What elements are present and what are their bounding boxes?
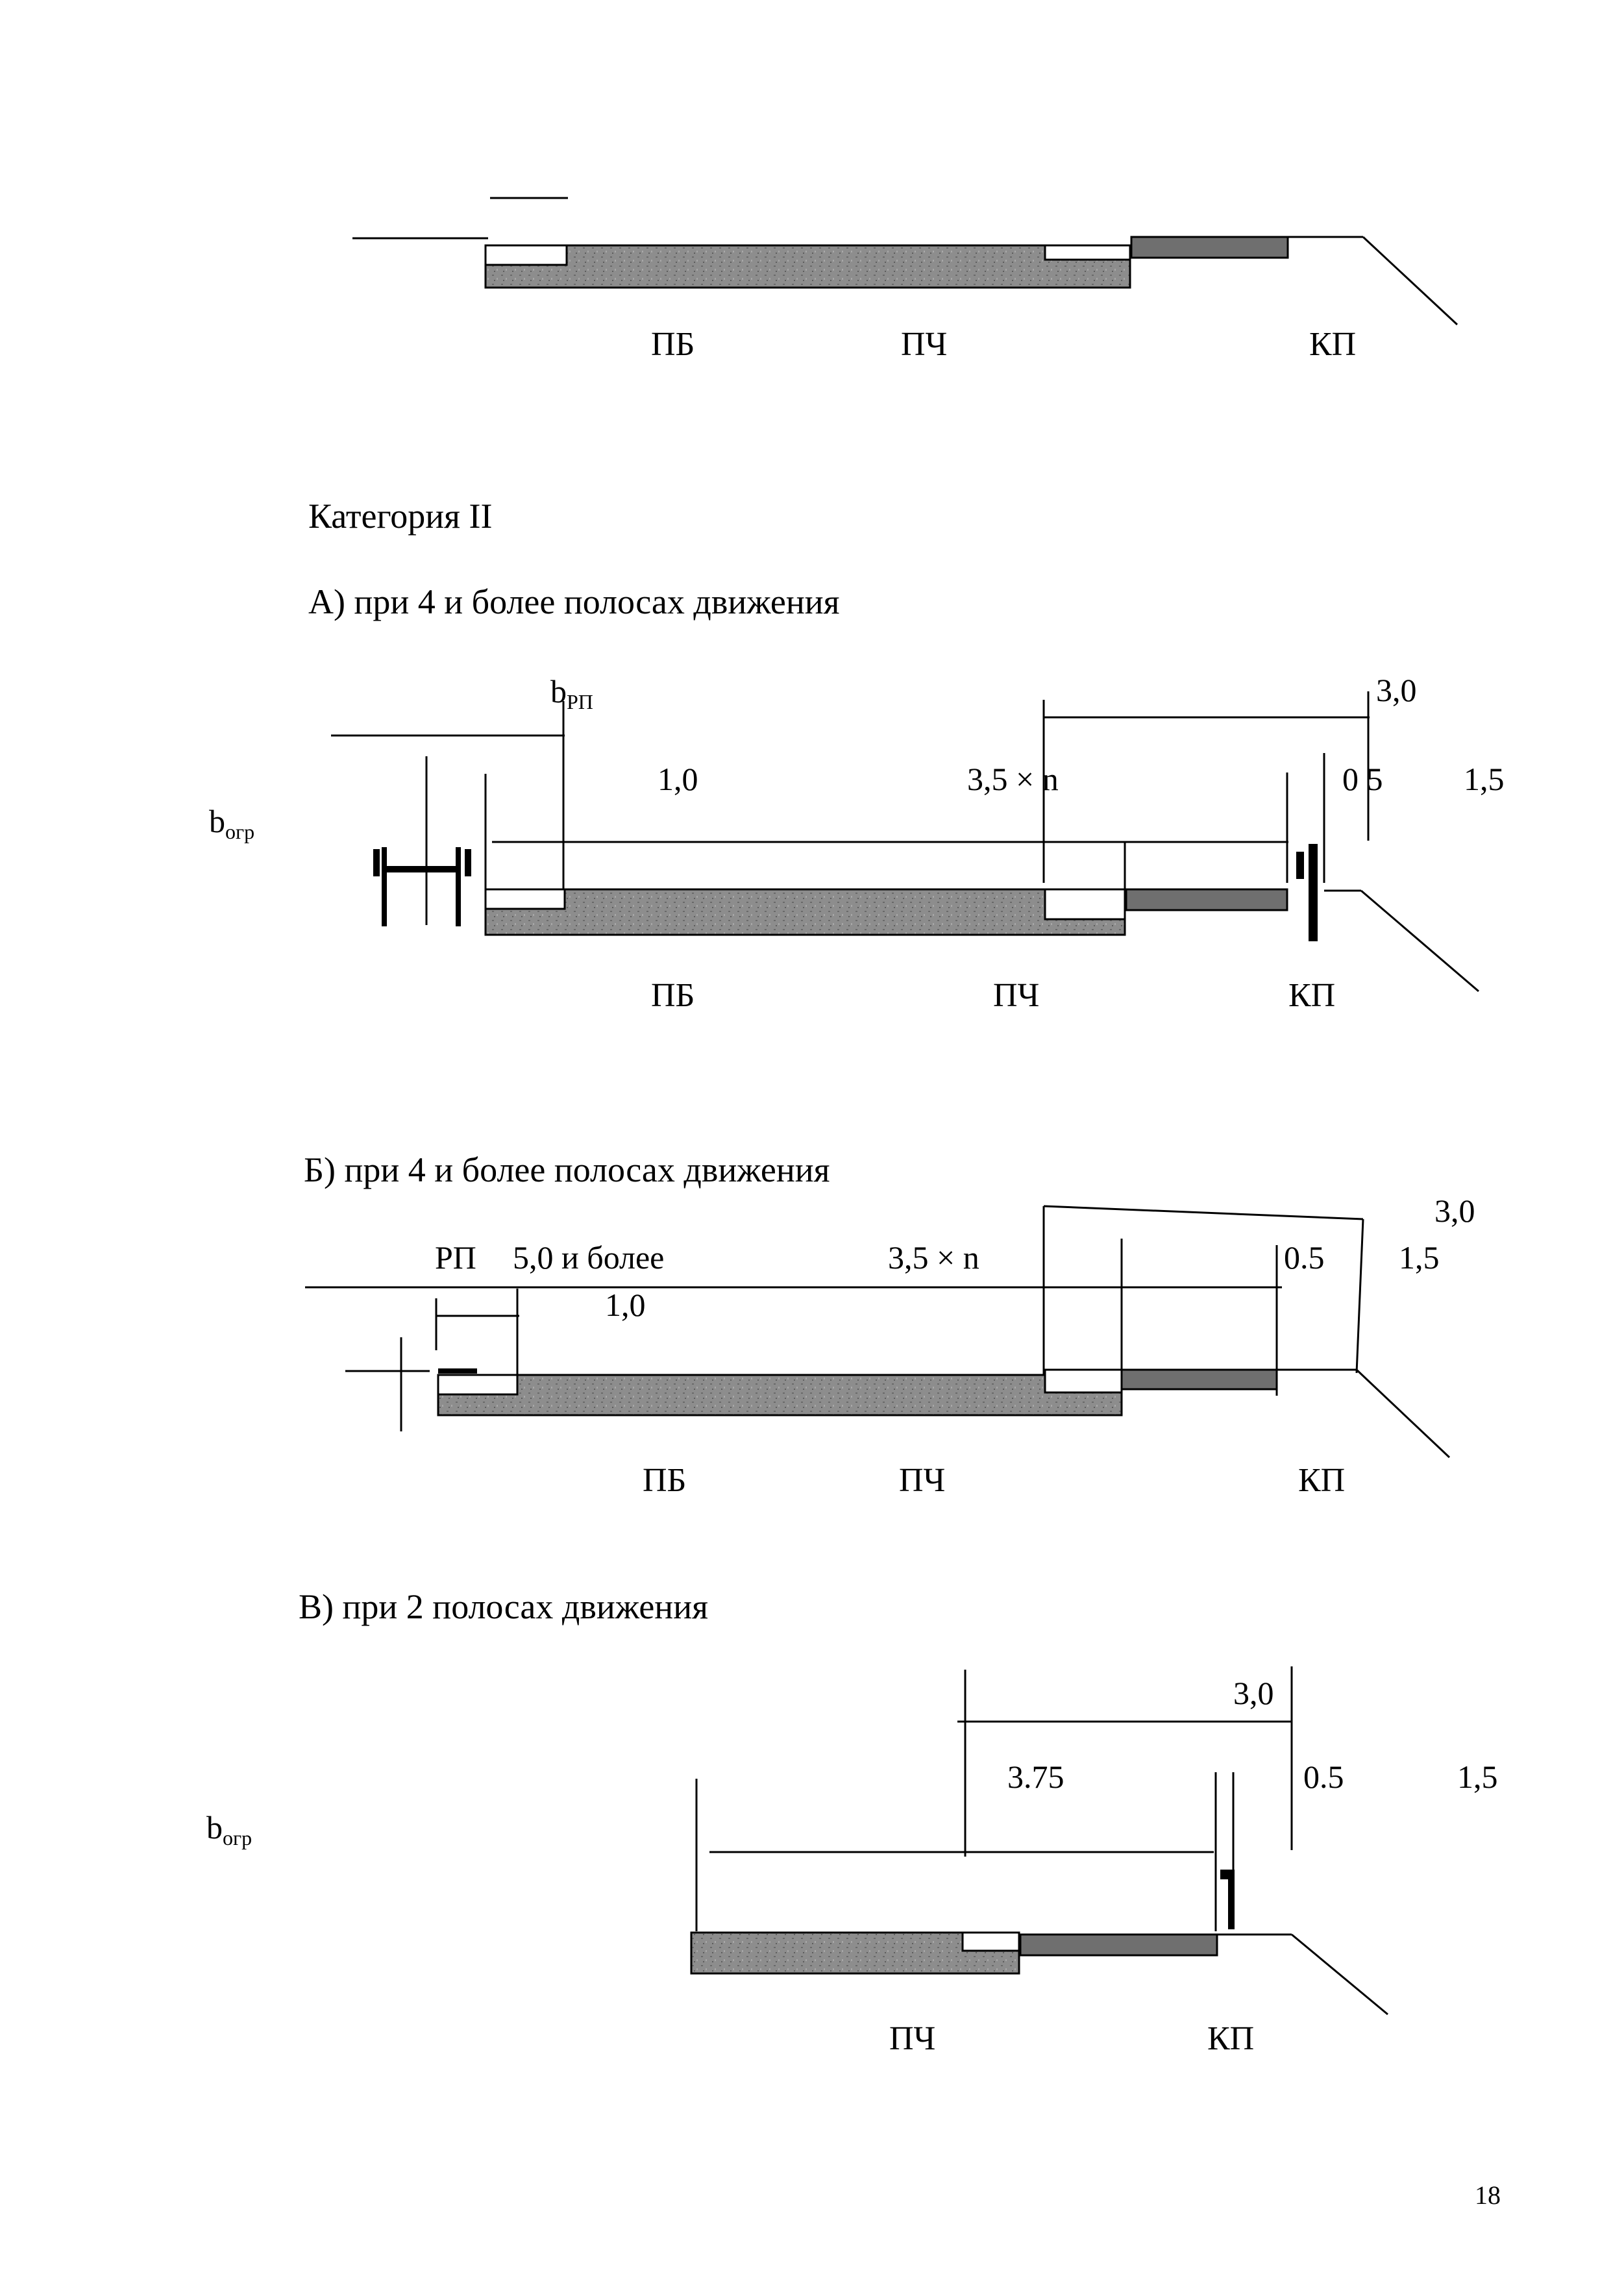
label-b-kp: КП	[1298, 1462, 1346, 1499]
dim-v-b-ogr: bогр	[206, 1809, 252, 1849]
label-a-pch: ПЧ	[993, 977, 1040, 1014]
label-b-pch: ПЧ	[899, 1462, 946, 1499]
barrier-small-icon	[1220, 1870, 1235, 1929]
diagram-v-drawing	[690, 1666, 1388, 2016]
label-a-kp: КП	[1288, 977, 1336, 1014]
dim-b-1-5: 1,5	[1399, 1239, 1440, 1276]
dim-b-rp-label: РП	[435, 1239, 476, 1276]
heading-a: А) при 4 и более полосах движения	[308, 582, 840, 621]
barrier-right-icon	[1296, 844, 1318, 941]
dim-b-1-0: 1,0	[605, 1287, 646, 1323]
dim-b-3-0: 3,0	[1434, 1193, 1475, 1229]
dim-b-ogr: bогр	[209, 803, 255, 843]
label-pch: ПЧ	[901, 326, 948, 363]
dim-a-3-5n: 3,5 × n	[967, 761, 1059, 797]
label-a-pb: ПБ	[651, 977, 695, 1014]
label-kp: КП	[1309, 326, 1357, 363]
dim-v-3-0: 3,0	[1233, 1675, 1274, 1711]
heading-v: В) при 2 полосах движения	[299, 1587, 708, 1626]
dim-a-0-5: 0 5	[1342, 761, 1383, 797]
dim-v-0-5: 0.5	[1303, 1759, 1344, 1795]
dim-v-3-75: 3.75	[1007, 1759, 1064, 1795]
page-number: 18	[1475, 2181, 1501, 2210]
label-b-pb: ПБ	[643, 1462, 687, 1499]
separator-marker-icon	[438, 1368, 477, 1374]
heading-b: Б) при 4 и более полосах движения	[304, 1150, 830, 1189]
dim-v-1-5: 1,5	[1457, 1759, 1498, 1795]
diagram-b-drawing	[305, 1205, 1451, 1459]
dim-a-3-0: 3,0	[1376, 672, 1417, 708]
dim-a-1-0: 1,0	[658, 761, 698, 797]
category-title: Категория II	[308, 497, 493, 536]
dim-a-1-5: 1,5	[1464, 761, 1505, 797]
label-v-kp: КП	[1207, 2020, 1255, 2057]
dim-b-0-5: 0.5	[1284, 1239, 1325, 1276]
dim-b-3-5n: 3,5 × n	[888, 1239, 979, 1276]
label-pb: ПБ	[651, 326, 695, 363]
diagram1-drawing	[352, 197, 1458, 326]
dim-b-5-0: 5,0 и более	[513, 1239, 665, 1276]
dim-b-rp: bРП	[550, 673, 593, 713]
label-v-pch: ПЧ	[889, 2020, 936, 2057]
barrier-left-icon	[373, 847, 471, 926]
diagram-a-drawing	[331, 691, 1479, 993]
